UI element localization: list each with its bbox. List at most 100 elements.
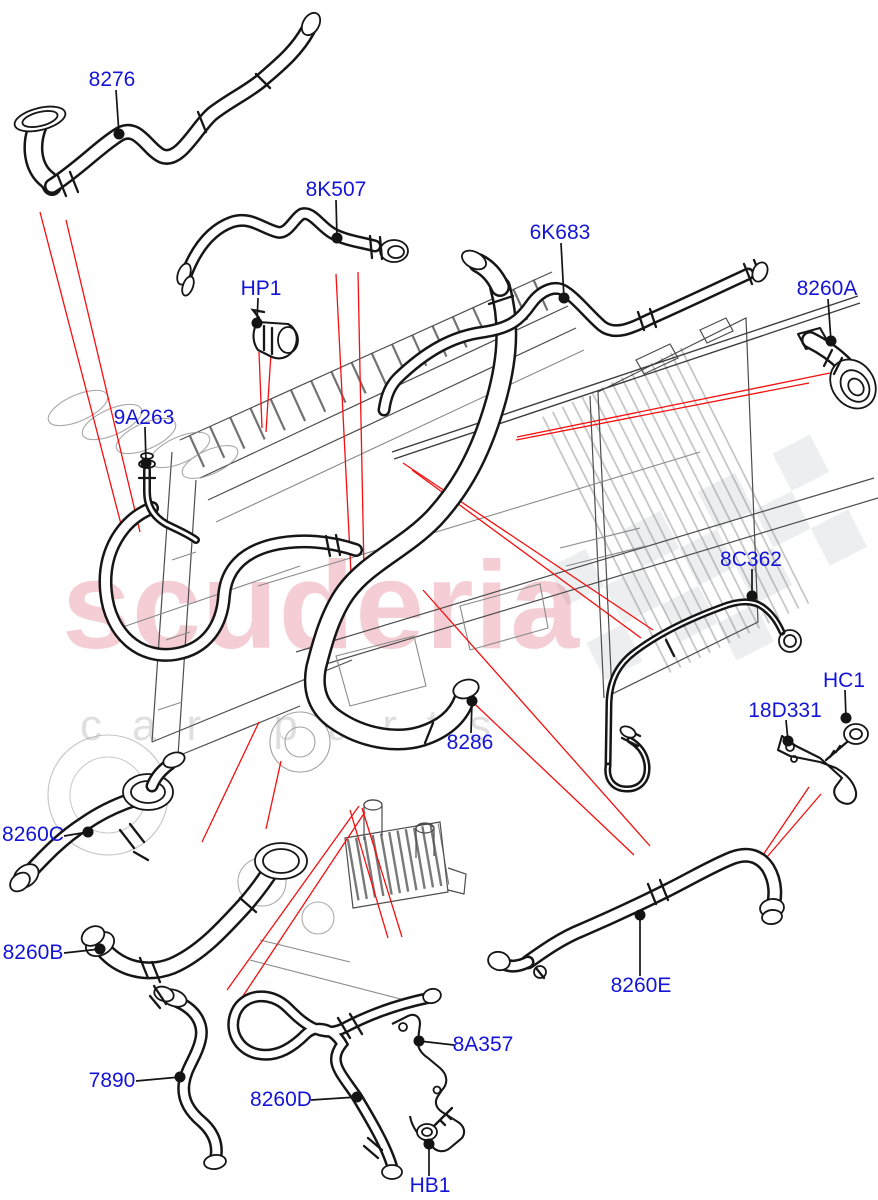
part-8260A — [796, 326, 877, 410]
part-HP1 — [250, 308, 299, 360]
tube-inner — [229, 992, 432, 1170]
tube-inner — [306, 278, 515, 748]
hose-8286-downpipe — [303, 249, 518, 751]
locator-line — [65, 219, 141, 533]
part-label-HC1[interactable]: HC1 — [823, 669, 865, 692]
leader-dot-7890 — [174, 1071, 186, 1083]
part-8260B — [80, 842, 308, 984]
leader-line-8A357 — [418, 1040, 455, 1046]
tube-inner — [24, 794, 138, 878]
radiator-left-frame — [151, 451, 353, 757]
leader-dot-HB1 — [423, 1138, 435, 1150]
locator-line — [459, 689, 635, 856]
tube-inner — [606, 739, 649, 791]
leader-line-7890 — [135, 1076, 181, 1082]
part-18D331 — [776, 734, 858, 805]
part-label-9A263[interactable]: 9A263 — [114, 406, 175, 429]
leader-dot-9A263 — [140, 457, 152, 469]
leader-line-9A263 — [144, 426, 147, 464]
part-label-18D331[interactable]: 18D331 — [748, 699, 822, 722]
part-label-HB1[interactable]: HB1 — [410, 1174, 451, 1197]
tube-inner — [181, 209, 379, 282]
leader-dot-HC1 — [840, 712, 852, 724]
part-8260E — [487, 847, 785, 980]
part-label-8A357[interactable]: 8A357 — [453, 1033, 514, 1056]
checkered-flag-pattern — [548, 434, 868, 681]
locator-line — [349, 809, 389, 939]
leader-dot-8K507 — [331, 232, 343, 244]
part-label-HP1[interactable]: HP1 — [241, 277, 282, 300]
hose-6K683 — [377, 258, 769, 417]
locator-line — [335, 273, 352, 575]
part-8K507 — [176, 207, 409, 297]
part-8C362 — [604, 598, 802, 793]
leader-dot-8260D — [351, 1091, 363, 1103]
part-label-8286[interactable]: 8286 — [447, 731, 494, 754]
tube-inner — [523, 850, 780, 967]
water-pump-hub — [284, 726, 316, 758]
part-HB1 — [416, 1106, 454, 1141]
leader-dot-8286 — [466, 695, 478, 707]
leader-line-6K683 — [560, 242, 565, 299]
locator-line — [422, 589, 651, 847]
part-label-8260A[interactable]: 8260A — [797, 277, 858, 300]
leader-dot-8276 — [113, 128, 125, 140]
part-label-8276[interactable]: 8276 — [89, 68, 136, 91]
cooler-outline — [597, 317, 759, 695]
locator-line — [226, 805, 360, 991]
leader-dot-8C362 — [746, 590, 758, 602]
locator-line — [762, 786, 810, 856]
leader-dot-8260B — [94, 943, 106, 955]
leader-line-8260D — [310, 1096, 358, 1101]
leader-line-8260A — [827, 298, 832, 342]
tube-inner — [174, 998, 221, 1160]
leader-dot-8A357 — [413, 1035, 425, 1047]
tube-inner — [100, 503, 361, 660]
locator-line — [258, 351, 263, 429]
cooler-brackets — [635, 317, 734, 375]
part-7890 — [148, 984, 227, 1170]
tube-inner — [145, 468, 198, 542]
locator-line — [766, 793, 822, 858]
part-8276 — [13, 11, 322, 198]
part-label-8260D[interactable]: 8260D — [250, 1088, 312, 1111]
tube-inner — [607, 600, 783, 767]
parts-artwork — [9, 11, 877, 1180]
part-label-7890[interactable]: 7890 — [89, 1069, 136, 1092]
leader-dot-6K683 — [558, 292, 570, 304]
locator-line — [265, 760, 282, 830]
part-label-8K507[interactable]: 8K507 — [306, 178, 367, 201]
locator-line — [516, 372, 831, 438]
leader-line-8276 — [115, 89, 120, 135]
part-8260C — [9, 751, 186, 893]
leader-dot-18D331 — [782, 735, 794, 747]
part-8260D — [227, 987, 442, 1180]
leader-dot-8260E — [634, 909, 646, 921]
part-label-8260C[interactable]: 8260C — [2, 823, 64, 846]
part-label-8C362[interactable]: 8C362 — [720, 548, 782, 571]
leader-dot-HP1 — [251, 317, 263, 329]
locator-lines — [39, 211, 831, 1000]
part-label-8260B[interactable]: 8260B — [3, 941, 64, 964]
part-label-6K683[interactable]: 6K683 — [530, 221, 591, 244]
locator-line — [361, 807, 403, 938]
oil-cooler — [344, 799, 467, 909]
pulley2 — [301, 901, 335, 935]
leader-line-8K507 — [335, 199, 338, 239]
leader-line-8260B — [63, 948, 101, 954]
support-rod — [391, 295, 861, 460]
cooler-left-edge — [589, 395, 605, 699]
hose-lower-left-insitu — [98, 501, 363, 662]
chassis-rail — [295, 477, 878, 671]
engine-misc-lines — [249, 527, 647, 1005]
locator-line — [515, 382, 810, 441]
radiator-frame-line2 — [215, 349, 585, 523]
locator-line — [39, 211, 123, 529]
locator-line — [201, 721, 260, 843]
leader-dot-8260C — [82, 826, 94, 838]
radiator-frame-ties — [157, 551, 197, 711]
engine-housings — [335, 583, 549, 707]
water-pump — [269, 711, 331, 773]
part-label-8260E[interactable]: 8260E — [611, 974, 672, 997]
